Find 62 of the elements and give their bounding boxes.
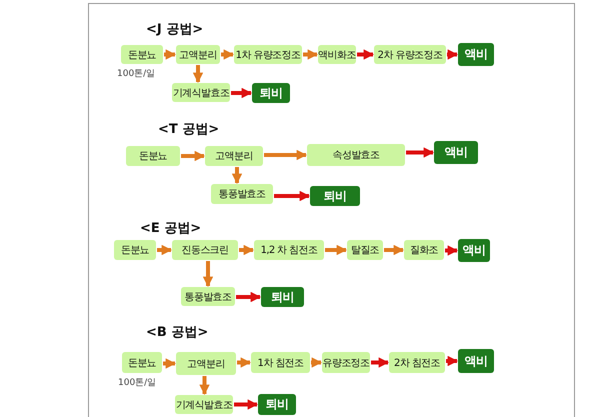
process-box: 기계식발효조 [175,395,233,414]
arrow [357,49,374,60]
arrow [311,357,322,368]
arrow [264,150,308,160]
arrow [237,357,252,368]
arrow [221,49,234,60]
process-box: 돈분뇨 [126,146,180,166]
process-box: 기계식발효조 [172,83,230,102]
arrow [406,147,434,158]
arrow [446,356,458,366]
process-box: 1차 침전조 [251,352,310,373]
arrow [239,244,254,256]
method-heading: <B 공법> [146,324,208,341]
arrow [232,167,242,184]
process-box: 액비화조 [318,45,356,64]
capacity-note: 100톤/일 [117,68,156,80]
arrow [445,245,458,256]
arrow [236,292,262,302]
product-box: 액비 [458,43,494,66]
arrow [163,358,176,369]
arrow [384,244,404,256]
product-box: 액비 [434,141,478,164]
product-box: 퇴비 [258,394,296,415]
method-heading: <E 공법> [140,220,202,237]
arrow [231,88,252,98]
process-box: 고액분리 [176,45,220,64]
process-box: 돈분뇨 [114,240,156,260]
process-box: 속성발효조 [307,144,405,166]
process-box: 1,2 차 침전조 [254,240,324,260]
process-box: 돈분뇨 [122,352,162,373]
process-box: 돈분뇨 [121,45,163,64]
process-box: 유량조정조 [322,352,370,373]
arrow [371,357,390,368]
arrow [157,244,172,256]
method-heading: <T 공법> [158,121,220,138]
arrow [234,399,258,410]
arrow [325,244,348,256]
process-box: 고액분리 [176,352,236,375]
process-box: 질화조 [404,240,444,260]
process-box: 2차 유량조정조 [374,45,446,64]
arrow [303,49,318,60]
product-box: 액비 [458,239,490,262]
process-box: 진동스크린 [172,240,238,260]
arrow [202,261,214,288]
arrow [192,65,204,84]
process-box: 통풍발효조 [181,287,235,306]
arrow [447,49,458,60]
capacity-note: 100톤/일 [118,377,156,389]
process-box: 고액분리 [205,146,263,166]
arrow [164,49,176,60]
method-heading: <J 공법> [146,21,204,38]
process-box: 통풍발효조 [211,184,273,204]
process-box: 2차 침전조 [389,352,445,373]
arrow [274,190,310,202]
product-box: 퇴비 [261,287,304,307]
product-box: 액비 [458,349,494,373]
arrow [199,376,210,396]
product-box: 퇴비 [252,83,290,103]
product-box: 퇴비 [310,186,360,206]
process-box: 탈질조 [347,240,383,260]
process-box: 1차 유량조정조 [234,45,302,64]
arrow [181,150,206,162]
